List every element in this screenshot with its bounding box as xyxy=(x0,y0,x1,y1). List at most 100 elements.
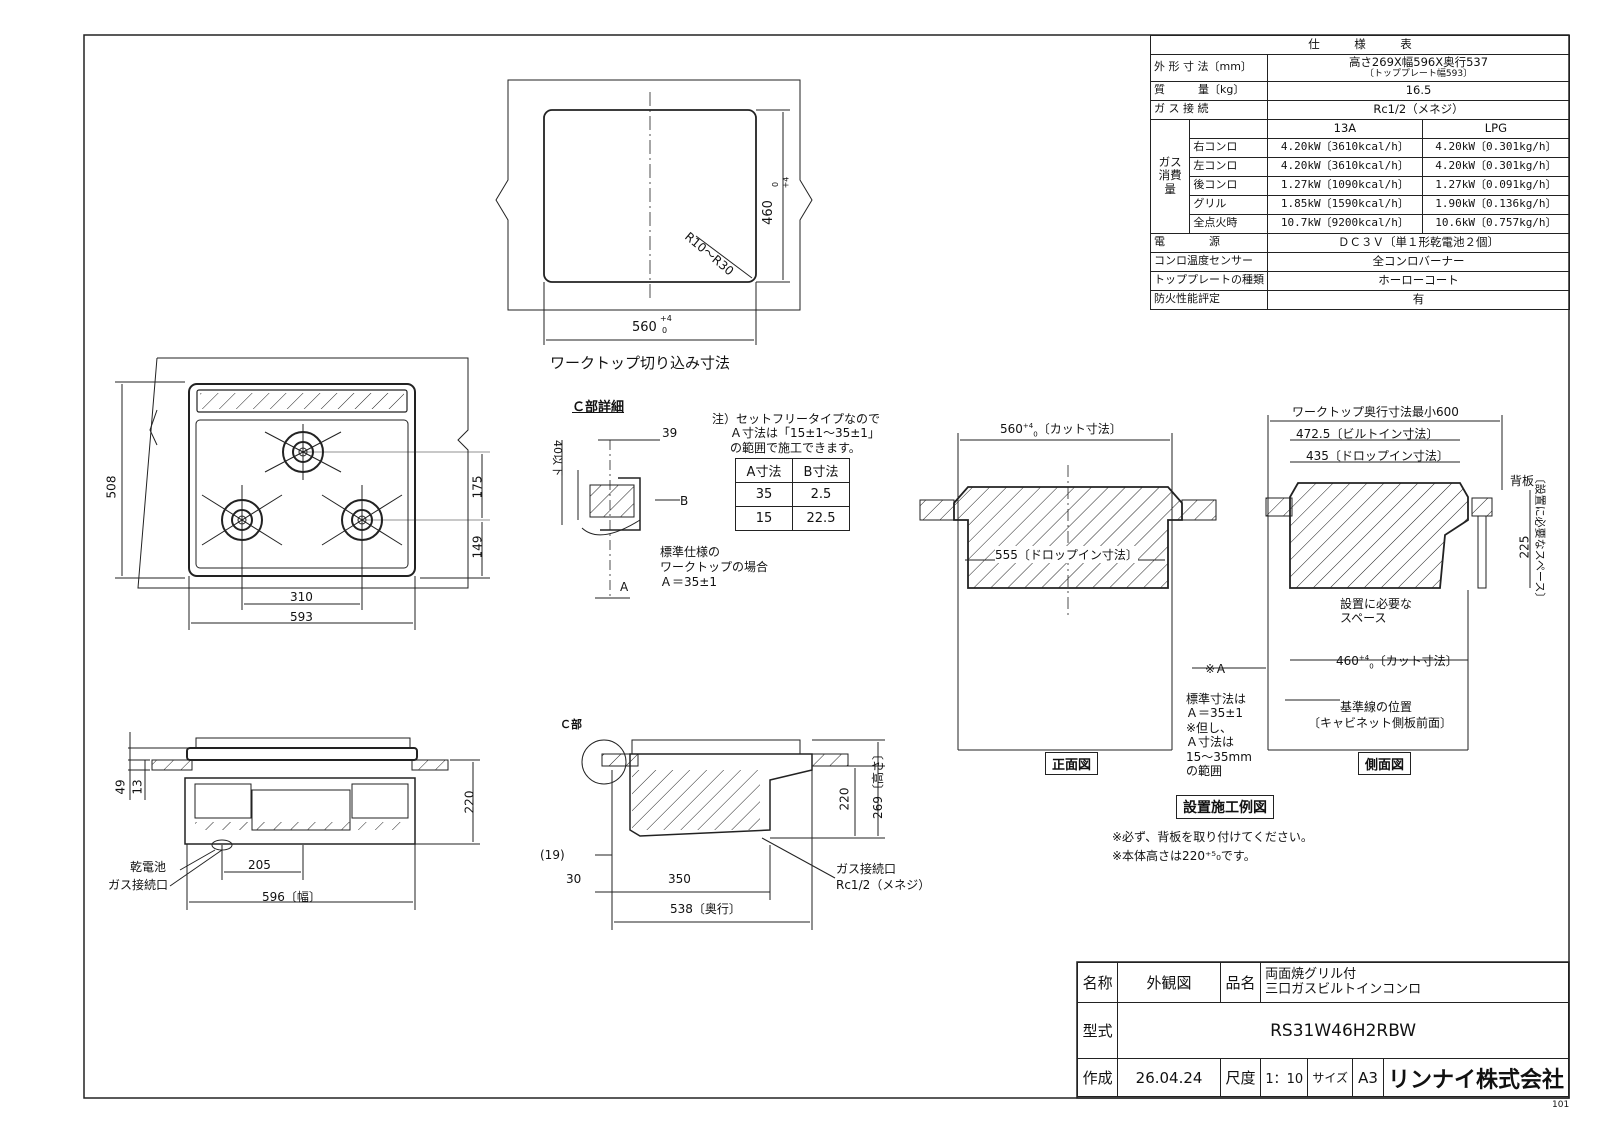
detail-c-note: 注）セットフリータイプなので Ａ寸法は「15±1～35±1」 の範囲で施工できま… xyxy=(712,412,880,455)
detail-c-view xyxy=(561,439,680,600)
ab-header-a: A寸法 xyxy=(735,458,793,483)
note-line: Ａ寸法は「15±1～35±1」 xyxy=(730,426,880,441)
front-dim-205: 205 xyxy=(248,858,271,872)
spec-value-mass: 16.5 xyxy=(1267,80,1570,101)
spec-value-fire: 有 xyxy=(1267,289,1570,310)
front-gas-port-label: ガス接続口 xyxy=(108,878,169,892)
install-note: ※必ず、背板を取り付けてください。 xyxy=(1112,830,1313,844)
cutout-width-label: 560 xyxy=(632,320,657,335)
cutout-caption: ワークトップ切り込み寸法 xyxy=(550,354,731,372)
cutout-view xyxy=(495,79,813,345)
std-dims-line: Ａ寸法は xyxy=(1186,735,1235,750)
install-dim-225: 225 xyxy=(1517,535,1532,559)
cutout-depth-tol-zero: 0 xyxy=(771,181,781,188)
top-height-label: 508 xyxy=(104,475,119,499)
side-dim-30: 30 xyxy=(566,872,582,886)
detail-c-std-note: 標準仕様の ワークトップの場合 Ａ＝35±1 xyxy=(660,545,768,590)
install-space-required: 〔設置に必要なスペース〕 xyxy=(1533,472,1547,604)
std-note-line: 標準仕様の xyxy=(660,545,721,559)
gas-row-13a: 1.85kW〔1590kcal/h〕 xyxy=(1267,194,1423,215)
spec-value-dimensions: 高さ269X幅596X奥行537 xyxy=(1348,55,1489,69)
product-line: 両面焼グリル付 xyxy=(1265,966,1357,982)
page-code: 101 xyxy=(1552,1100,1570,1110)
front-cut-suffix: 〔カット寸法〕 xyxy=(1037,422,1122,436)
side-c-label: Ｃ部 xyxy=(560,718,582,731)
made-value: 26.04.24 xyxy=(1117,1058,1221,1097)
baseline-line: 基準線の位置 xyxy=(1340,700,1413,714)
note-line: 注）セットフリータイプなので xyxy=(712,412,881,426)
side-cut-suffix: 〔カット寸法〕 xyxy=(1373,654,1458,668)
side-cut-value: 460 xyxy=(1336,654,1359,668)
gas-row-13a: 4.20kW〔3610kcal/h〕 xyxy=(1267,137,1423,158)
space-line: スペース xyxy=(1340,611,1387,626)
install-std-dims: 標準寸法は Ａ＝35±1 ※但し、 Ａ寸法は 15～35mm の範囲 xyxy=(1186,692,1252,778)
top-offset-175: 175 xyxy=(470,475,485,499)
detail-c-dim-40: 40以下 xyxy=(551,440,564,476)
install-example-title: 設置施工例図 xyxy=(1176,795,1274,819)
size-value: A3 xyxy=(1352,1058,1384,1097)
front-dim-49: 49 xyxy=(113,779,128,795)
install-a-mark: ※Ａ xyxy=(1205,662,1228,676)
ab-header-b: B寸法 xyxy=(792,458,850,483)
install-front xyxy=(919,433,1217,751)
spec-value-power: ＤＣ３Ｖ〔単１形乾電池２個〕 xyxy=(1267,232,1570,253)
spec-value-gas: Rc1/2（メネジ） xyxy=(1267,99,1570,120)
ab-cell: 2.5 xyxy=(792,482,850,507)
model-value: RS31W46H2RBW xyxy=(1117,1002,1569,1059)
gas-row-13a: 10.7kW〔9200kcal/h〕 xyxy=(1267,213,1423,234)
product-label: 品名 xyxy=(1219,962,1262,1003)
size-label: サイズ xyxy=(1307,1058,1354,1097)
spec-label-dimensions: 外 形 寸 法〔mm〕 xyxy=(1150,54,1268,82)
side-view xyxy=(581,739,885,930)
spec-value-topplate: ホーローコート xyxy=(1267,270,1570,291)
front-battery-label: 乾電池 xyxy=(130,860,167,874)
detail-c-label-b: B xyxy=(680,494,689,508)
detail-c-dim-39: 39 xyxy=(662,426,678,440)
std-dims-line: ※但し、 xyxy=(1186,720,1233,735)
front-view xyxy=(128,732,480,910)
cutout-depth-tol-plus: +4 xyxy=(781,176,791,189)
front-width-label: 596〔幅〕 xyxy=(262,890,321,904)
spec-label-mass: 質 量〔kg〕 xyxy=(1150,80,1268,101)
gas-row-lpg: 1.27kW〔0.091kg/h〕 xyxy=(1421,175,1571,196)
detail-c-title: Ｃ部詳細 xyxy=(572,400,625,415)
side-dim-269: 269〔高さ〕 xyxy=(870,748,885,819)
side-dim-220: 220 xyxy=(837,787,852,811)
product-value: 両面焼グリル付 三口ガスビルトインコンロ xyxy=(1260,962,1569,1003)
install-side xyxy=(1192,415,1531,751)
cutout-width-tol-zero: 0 xyxy=(662,326,668,335)
front-cut-tol-zero: 0 xyxy=(1033,430,1038,439)
std-note-line: Ａ＝35±1 xyxy=(660,575,717,589)
front-cut-value: 560 xyxy=(1000,422,1023,436)
spec-label-sensor: コンロ温度センサー xyxy=(1150,251,1268,272)
spec-note-dimensions: 〔トッププレート幅593〕 xyxy=(1364,69,1473,80)
side-cut-tol-plus: +4 xyxy=(1358,654,1370,662)
sheet-border xyxy=(83,34,1570,1099)
gas-row-name: 全点火時 xyxy=(1189,213,1268,234)
side-dim-538: 538〔奥行〕 xyxy=(670,902,741,916)
gas-row-13a: 1.27kW〔1090kcal/h〕 xyxy=(1267,175,1423,196)
install-note: ※本体高さは220⁺⁵₀です。 xyxy=(1112,849,1256,864)
gas-row-lpg: 10.6kW〔0.757kg/h〕 xyxy=(1421,213,1571,234)
note-line: の範囲で施工できます。 xyxy=(730,440,861,455)
side-gas-thread-label: Rc1/2（メネジ） xyxy=(836,878,931,892)
title-block: 名称 外観図 品名 両面焼グリル付 三口ガスビルトインコンロ 型式 RS31W4… xyxy=(1076,962,1570,1097)
install-drop-in-side: 435〔ドロップイン寸法〕 xyxy=(1306,449,1449,463)
cutout-width-tol-plus: +4 xyxy=(660,314,672,323)
gas-row-name: 右コンロ xyxy=(1189,137,1268,158)
spec-table: 仕 様 表 外 形 寸 法〔mm〕 高さ269X幅596X奥行537〔トッププレ… xyxy=(1149,35,1571,310)
install-back-plate: 背板 xyxy=(1510,474,1535,488)
company-name: リンナイ株式会社 xyxy=(1382,1058,1570,1097)
install-side-title: 側面図 xyxy=(1358,752,1412,775)
made-label: 作成 xyxy=(1076,1058,1119,1097)
product-line: 三口ガスビルトインコンロ xyxy=(1265,981,1422,997)
spec-label-fire: 防火性能評定 xyxy=(1150,289,1268,310)
spec-title: 仕 様 表 xyxy=(1150,35,1570,55)
install-notes: ※必ず、背板を取り付けてください。 ※本体高さは220⁺⁵₀です。 xyxy=(1112,828,1313,866)
spec-value-sensor: 全コンロバーナー xyxy=(1267,251,1570,272)
gas-row-name: 左コンロ xyxy=(1189,156,1268,177)
gas-row-lpg: 1.90kW〔0.136kg/h〕 xyxy=(1421,194,1571,215)
spec-label-topplate: トッププレートの種類 xyxy=(1150,270,1268,291)
std-note-line: ワークトップの場合 xyxy=(660,560,769,574)
